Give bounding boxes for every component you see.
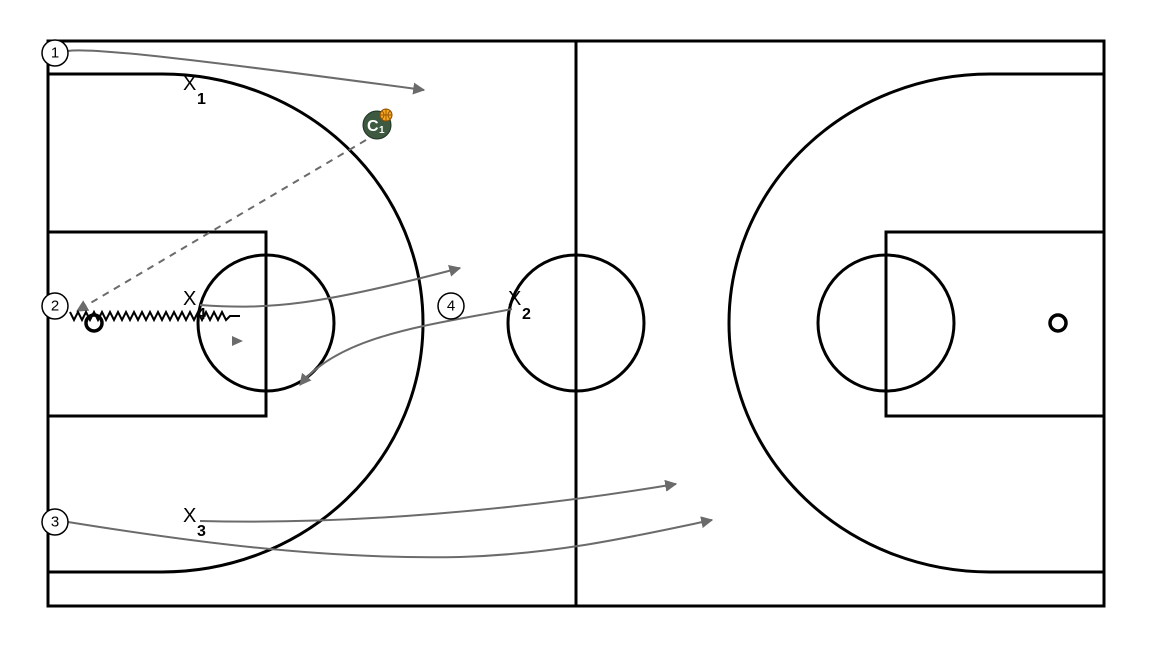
coach-label: C xyxy=(367,118,379,135)
player-3-cut-arrow xyxy=(67,516,714,559)
offensive-player-3[interactable]: 3 xyxy=(41,508,69,536)
defender-x2-mark: X xyxy=(508,288,521,310)
defender-x1-number: 1 xyxy=(197,91,206,108)
coach-number: 1 xyxy=(379,125,385,136)
defender-x1[interactable]: X 1 xyxy=(183,73,206,108)
court-lines xyxy=(46,39,1106,608)
right-free-throw-circle xyxy=(816,253,956,393)
player-1-label: 1 xyxy=(51,45,59,62)
center-circle xyxy=(506,253,646,393)
defender-x1-mark: X xyxy=(183,73,196,95)
defender-x3-number: 3 xyxy=(197,523,206,540)
left-basket xyxy=(84,313,104,333)
coach-with-ball[interactable]: C 1 xyxy=(362,108,393,140)
left-key xyxy=(46,230,268,418)
x2-rotation-arrow xyxy=(299,308,513,386)
offensive-player-4[interactable]: 4 xyxy=(437,292,465,320)
coach-pass-arrow xyxy=(75,139,367,312)
defender-x3[interactable]: X 3 xyxy=(183,505,206,540)
right-basket xyxy=(1048,313,1068,333)
defender-x3-mark: X xyxy=(183,505,196,527)
defender-x2-number: 2 xyxy=(522,306,531,323)
defender-x4[interactable]: X 4 xyxy=(183,288,206,323)
basketball-icon xyxy=(379,108,393,122)
player-4-cut-arrow xyxy=(199,264,462,308)
x3-cut-arrow xyxy=(199,479,678,523)
defender-x4-mark: X xyxy=(183,288,196,310)
defender-x4-number: 4 xyxy=(197,306,206,323)
player-1-cut-arrow xyxy=(67,49,426,95)
player-2-dribble-arrowhead xyxy=(232,336,243,346)
player-2-label: 2 xyxy=(51,298,59,315)
player-2-dribble-line xyxy=(69,309,240,323)
right-key xyxy=(884,230,1106,418)
offensive-player-2[interactable]: 2 xyxy=(41,292,69,320)
player-3-label: 3 xyxy=(51,514,59,531)
right-three-point-line xyxy=(727,72,1104,574)
player-4-label: 4 xyxy=(447,298,455,315)
left-free-throw-circle xyxy=(196,253,336,393)
movement-arrows xyxy=(67,49,714,559)
offensive-player-1[interactable]: 1 xyxy=(41,39,69,67)
defender-x2[interactable]: X 2 xyxy=(508,288,531,323)
left-three-point-line xyxy=(48,72,425,574)
